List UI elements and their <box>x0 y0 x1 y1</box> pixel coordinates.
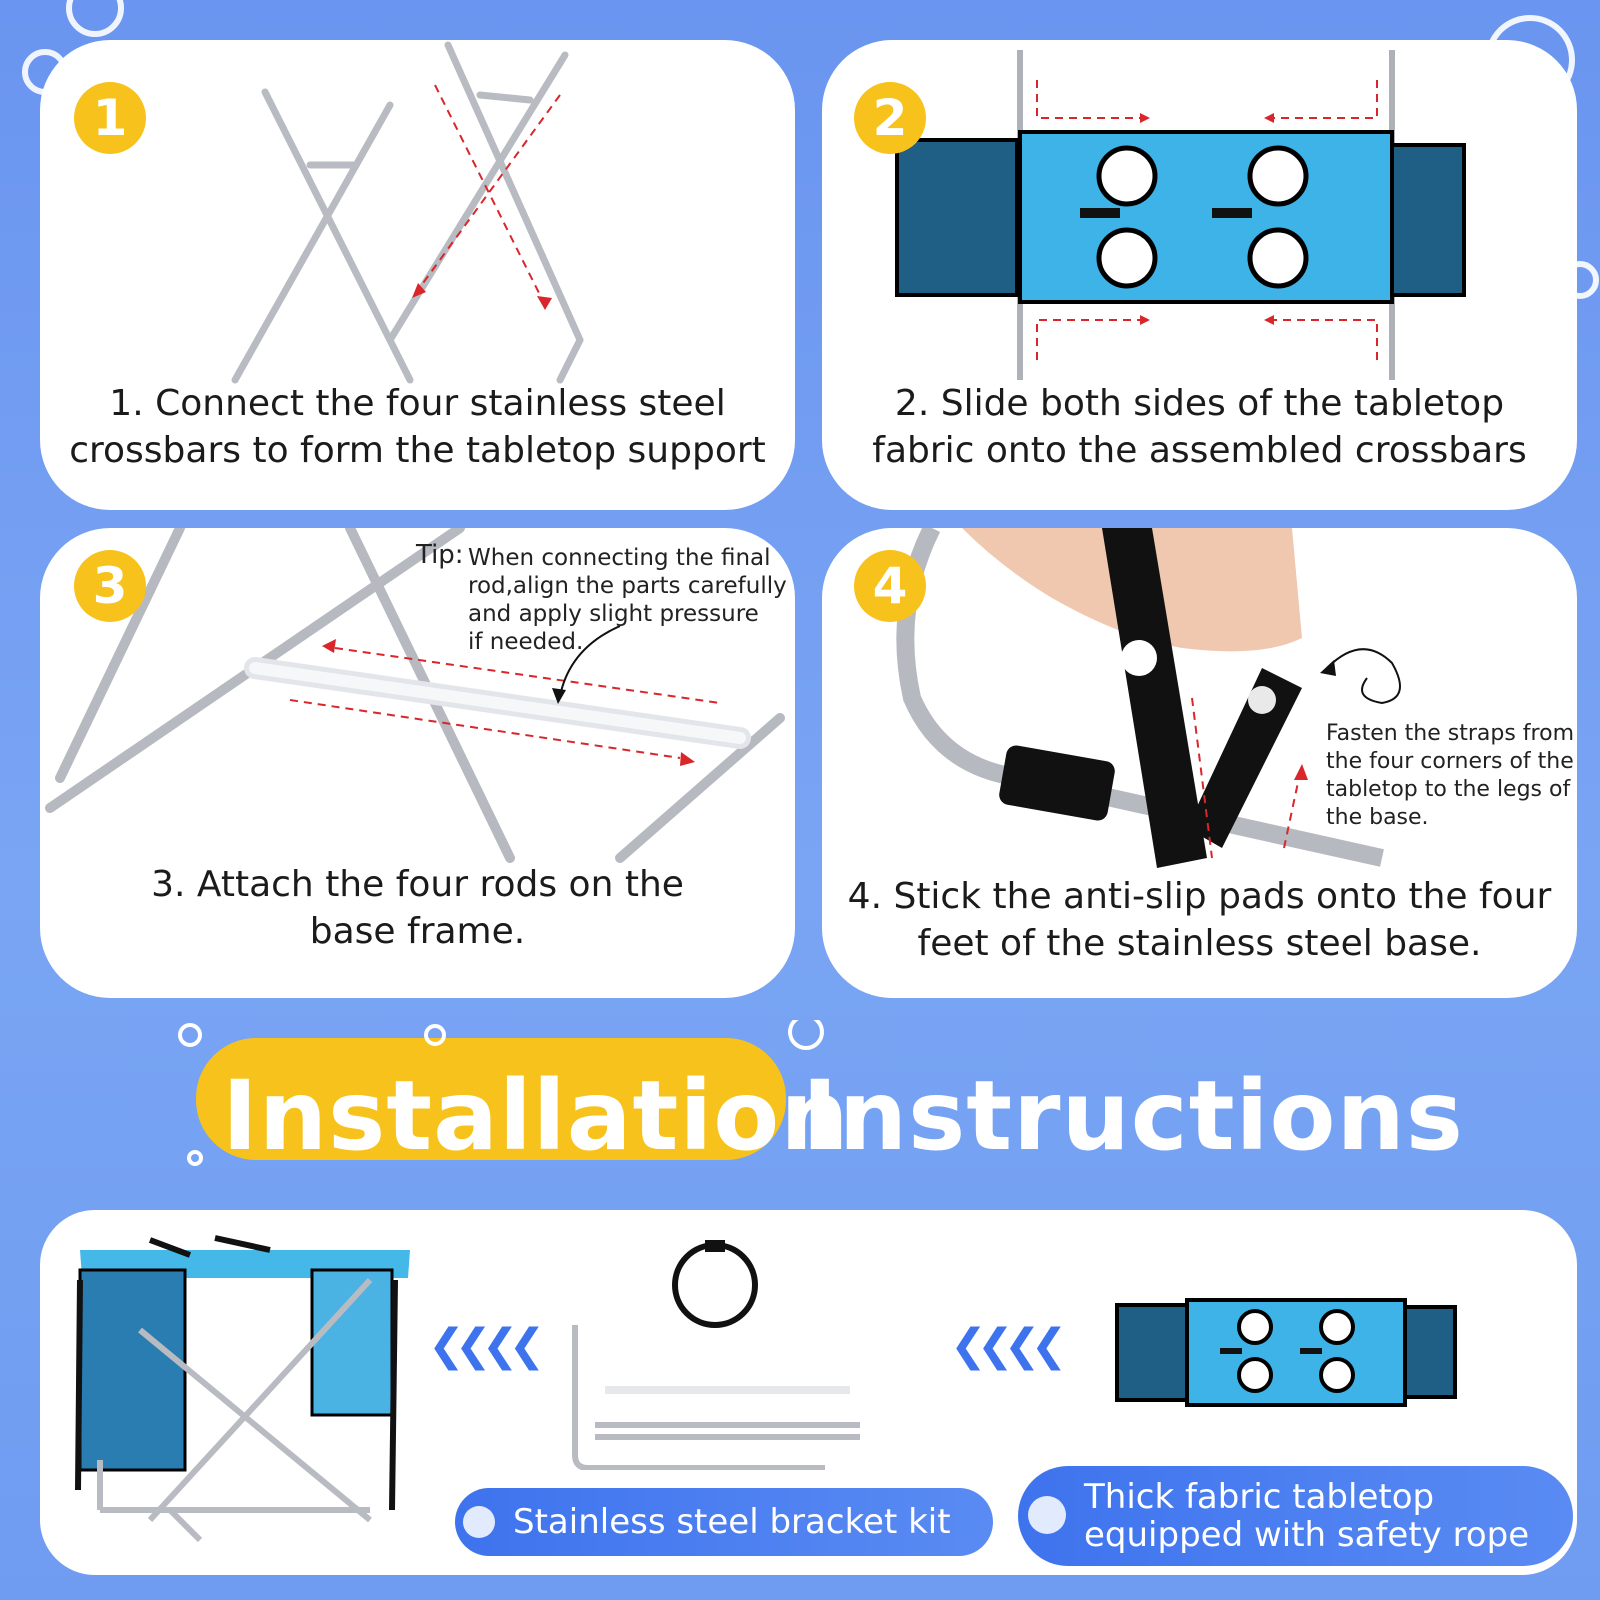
title-bubbles <box>178 1020 824 1166</box>
step-3-tip-line: and apply slight pressure <box>468 601 759 627</box>
bracket-kit-label-pill: Stainless steel bracket kit <box>455 1488 993 1556</box>
bracket-kit-label: Stainless steel bracket kit <box>513 1502 951 1542</box>
step-3-tip-line: if needed. <box>468 629 584 655</box>
chevron-left-icon: ❮❮❮❮ <box>428 1320 546 1371</box>
chevron-left-icon: ❮❮❮❮ <box>950 1320 1068 1371</box>
step-3-caption: 3. Attach the four rods on the base fram… <box>40 861 795 955</box>
fabric-tabletop-label-pill: Thick fabric tabletop equipped with safe… <box>1018 1466 1573 1566</box>
step-4-note-line: tabletop to the legs of <box>1326 777 1571 802</box>
fabric-tabletop-label-line1: Thick fabric tabletop <box>1084 1477 1435 1517</box>
step-3-tip-line: When connecting the final <box>468 545 771 571</box>
step-4-caption-line2: feet of the stainless steel base. <box>917 923 1482 964</box>
tabletop-fabric-illustration <box>895 50 1466 380</box>
step-4-note-line: Fasten the straps from <box>1326 721 1575 746</box>
fabric-tabletop-label-line2: equipped with safety rope <box>1084 1515 1530 1555</box>
fabric-tabletop-label: Thick fabric tabletop equipped with safe… <box>1084 1478 1529 1554</box>
step-4-note-line: the base. <box>1326 805 1429 830</box>
title-rest-word: Instructions <box>802 1060 1464 1172</box>
assembled-table-illustration <box>75 1235 410 1543</box>
strap-fastening-illustration <box>896 528 1401 868</box>
step-2-card: 2 2. Slide both sides of the tabletop fa… <box>822 40 1577 510</box>
step-4-caption: 4. Stick the anti-slip pads onto the fou… <box>822 873 1577 967</box>
base-rod-illustration <box>45 528 785 863</box>
step-2-badge: 2 <box>854 82 926 154</box>
step-3-caption-line2: base frame. <box>309 911 526 952</box>
title-highlight-blob <box>196 1038 786 1160</box>
pill-bubble-dot <box>463 1506 495 1538</box>
step-4-caption-line1: 4. Stick the anti-slip pads onto the fou… <box>847 876 1552 917</box>
step-1-badge: 1 <box>74 82 146 154</box>
crossbar-frame-illustration <box>231 41 584 384</box>
installation-title: Installation Instructions <box>0 1020 1600 1172</box>
step-3-caption-line1: 3. Attach the four rods on the <box>151 864 684 905</box>
step-4-note-line: the four corners of the <box>1326 749 1574 774</box>
step-4-note: Fasten the straps from the four corners … <box>1326 720 1574 832</box>
step-1-caption-line2: crossbars to form the tabletop support <box>69 430 766 471</box>
step-1-caption: 1. Connect the four stainless steel cros… <box>40 380 795 474</box>
step-4-card: 4 Fasten the straps from the four corner… <box>822 528 1577 998</box>
step-3-tip-line: rod,align the parts carefully <box>468 573 787 599</box>
step-3-tip-label: Tip: <box>416 540 464 570</box>
step-3-card: 3 Tip: When connecting the final rod,ali… <box>40 528 795 998</box>
step-4-badge: 4 <box>854 550 926 622</box>
title-highlight-word: Installation <box>222 1060 850 1172</box>
step-3-badge: 3 <box>74 550 146 622</box>
step-3-tip-text: When connecting the final rod,align the … <box>468 544 787 656</box>
step-1-card: 1 1. Connect the four stainless steel cr… <box>40 40 795 510</box>
fabric-tabletop-illustration <box>1115 1298 1457 1407</box>
pill-bubble-dot <box>1028 1496 1066 1534</box>
step-1-caption-line1: 1. Connect the four stainless steel <box>109 383 726 424</box>
bracket-kit-illustration <box>572 1240 860 1470</box>
step-2-caption: 2. Slide both sides of the tabletop fabr… <box>822 380 1577 474</box>
step-2-caption-line2: fabric onto the assembled crossbars <box>872 430 1527 471</box>
step-2-caption-line1: 2. Slide both sides of the tabletop <box>894 383 1505 424</box>
